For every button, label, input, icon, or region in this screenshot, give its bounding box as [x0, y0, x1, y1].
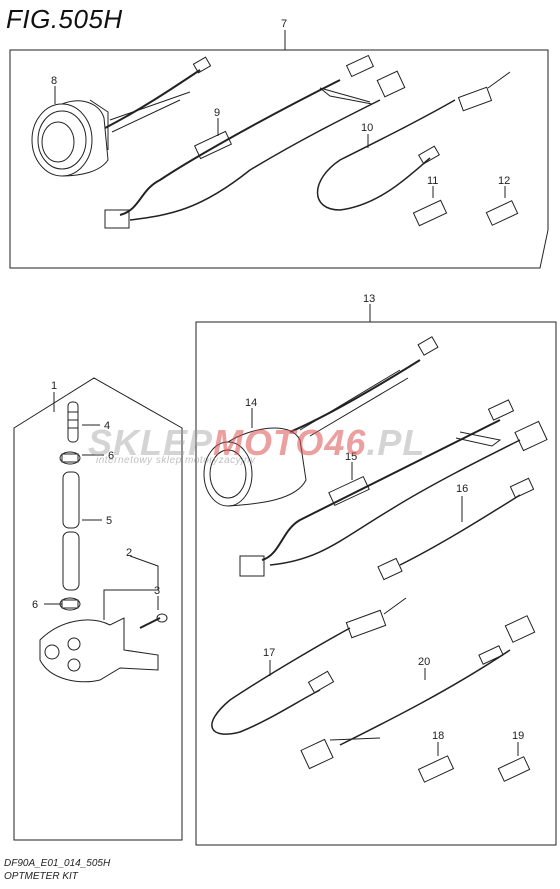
meter-8-plug: [192, 56, 212, 74]
callout-11: 11: [427, 175, 438, 187]
meter-8-cable: [104, 69, 201, 129]
callout-19: 19: [512, 730, 524, 742]
callout-12: 12: [498, 175, 510, 187]
bracket-2: [39, 617, 159, 683]
plug-12: [485, 200, 519, 226]
callout-7: 7: [281, 18, 287, 30]
harness-15: [239, 399, 548, 577]
footer-caption: OPTMETER KIT: [4, 871, 78, 882]
callout-18: 18: [432, 730, 444, 742]
callout-14: 14: [245, 397, 257, 409]
meter-8-cable-b: [109, 91, 191, 133]
callout-15: 15: [345, 451, 357, 463]
cable-17: [211, 597, 407, 735]
callout-4: 4: [104, 420, 110, 432]
watermark-brand-b: MOTO46: [213, 422, 367, 463]
watermark-suffix: .PL: [366, 422, 426, 463]
callout-6b: 6: [32, 599, 38, 611]
callout-10: 10: [361, 122, 373, 134]
meter-8-gauge: [31, 99, 109, 177]
callout-3: 3: [154, 585, 160, 597]
cable-16: [377, 477, 535, 581]
meter-14-gauge: [203, 427, 307, 507]
meter-14-cable: [289, 359, 421, 433]
meter-14-plug: [417, 336, 439, 356]
callout-5: 5: [106, 515, 112, 527]
plug-19: [497, 756, 531, 782]
callout-8: 8: [51, 75, 57, 87]
harness-20: [300, 615, 536, 770]
callout-16: 16: [456, 483, 468, 495]
kit-1-frame: [13, 377, 183, 841]
callout-2: 2: [126, 547, 132, 559]
watermark-brand-a: SKLEP: [88, 422, 214, 463]
bolt-4: [67, 401, 79, 443]
screw-3: [139, 613, 168, 629]
callout-17: 17: [263, 647, 275, 659]
meter-14-cable-b: [299, 369, 409, 437]
kit-13-frame: [195, 321, 557, 846]
clamp-6b: [59, 597, 81, 611]
callout-6a: 6: [108, 450, 114, 462]
cable-10: [316, 71, 511, 211]
figure-title: FIG.505H: [6, 4, 123, 34]
kit-7-frame: [9, 49, 549, 269]
watermark-subtitle: internetowy sklep motoryzacyjny: [96, 455, 256, 466]
callout-13: 13: [363, 293, 375, 305]
plug-18: [417, 755, 455, 783]
callout-20: 20: [418, 656, 430, 668]
plug-11: [412, 199, 448, 227]
callout-1: 1: [51, 380, 57, 392]
watermark: SKLEPMOTO46.PL: [88, 422, 425, 464]
clamp-6a: [59, 451, 81, 465]
callout-9: 9: [214, 107, 220, 119]
tube-5: [62, 471, 80, 591]
harness-9: [104, 54, 406, 229]
footer-code: DF90A_E01_014_505H: [4, 858, 111, 869]
bracket-2-leader: [103, 555, 159, 620]
